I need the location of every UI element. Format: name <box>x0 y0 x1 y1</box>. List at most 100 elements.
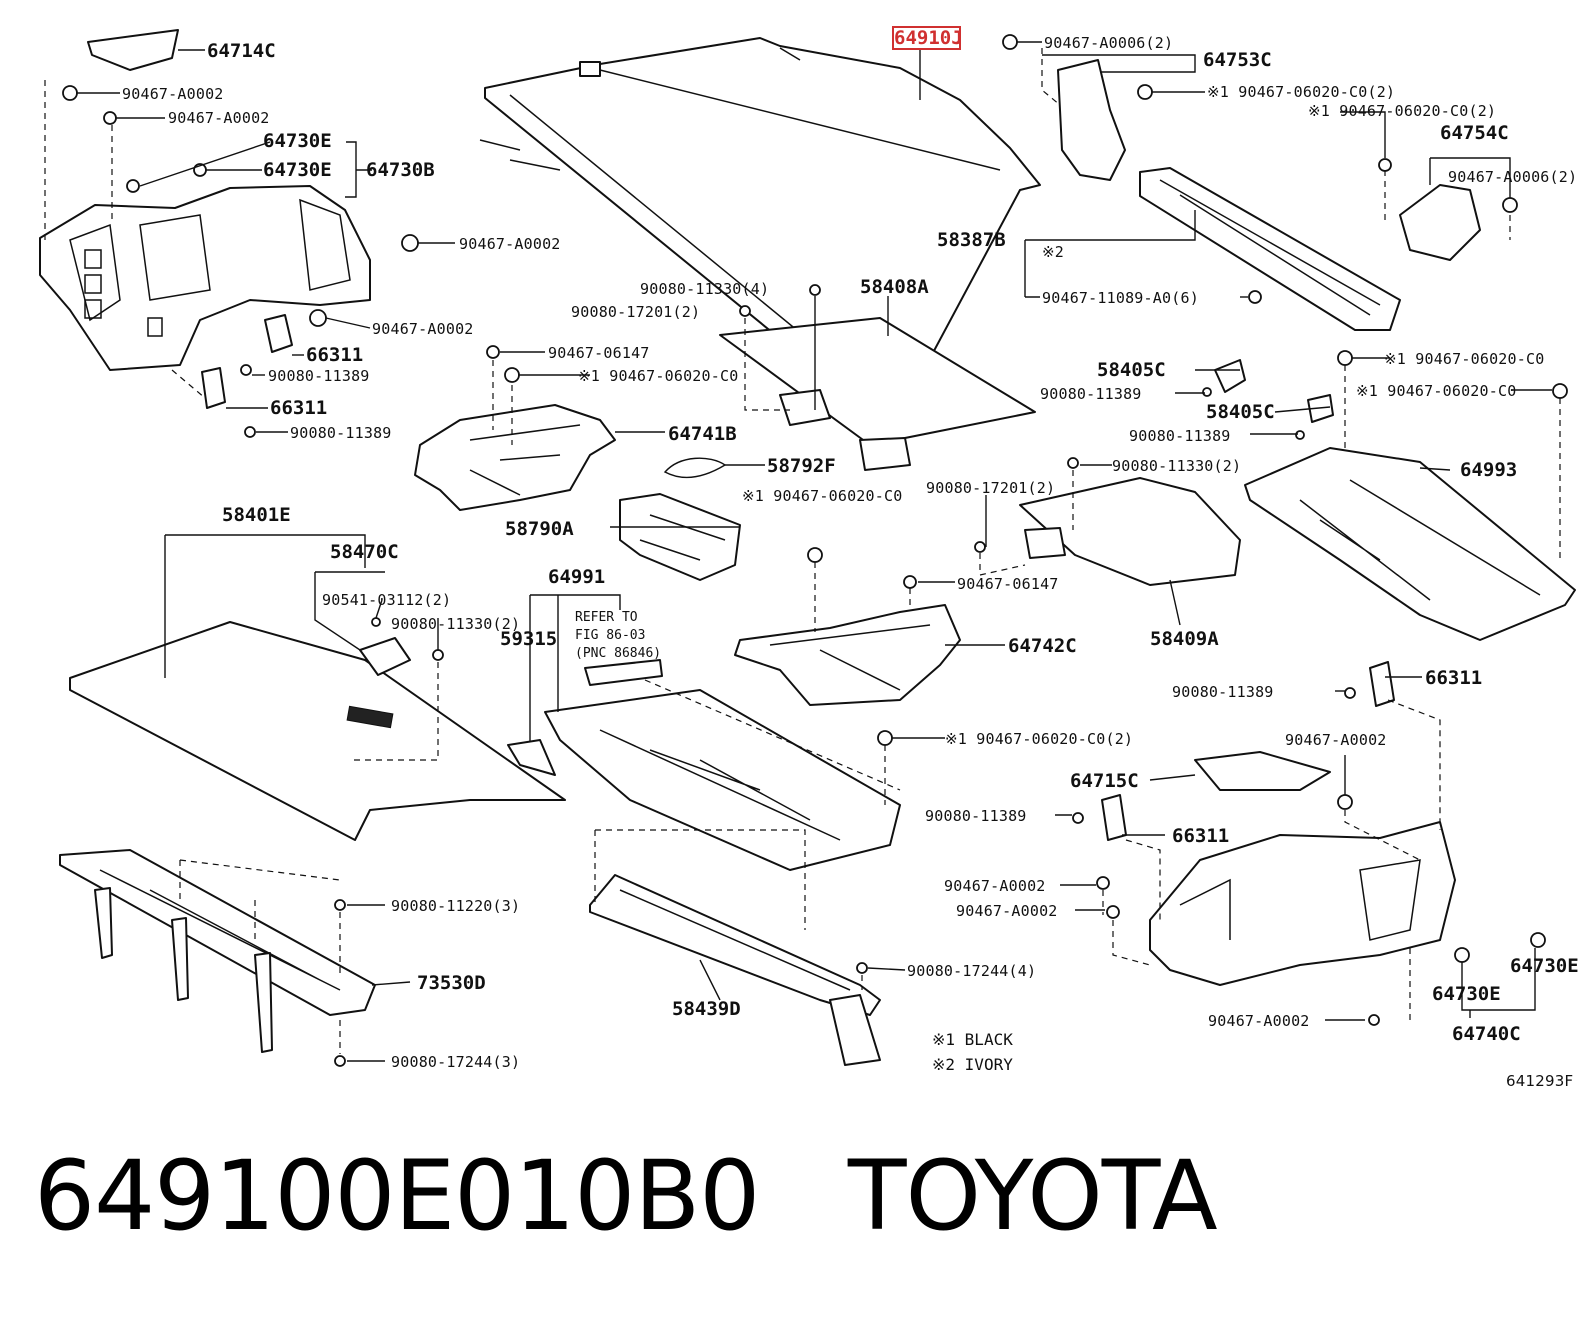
callout-90080-17244: 90080-17244(3) <box>391 1053 520 1071</box>
figure-number: 641293F <box>1506 1072 1573 1090</box>
callout-66311: 66311 <box>270 397 327 419</box>
callout-58470c: 58470C <box>330 541 399 563</box>
part-58439d-bracket <box>589 874 881 1066</box>
part-64993-rear-tray <box>1244 447 1576 641</box>
callout-90467-06020-c0: ※1 90467-06020-C0 <box>1384 350 1544 368</box>
callout-90467-06020-c0: ※1 90467-06020-C0 <box>1356 382 1516 400</box>
part-pnc-86846 <box>584 659 663 686</box>
callout-58409a: 58409A <box>1150 628 1219 650</box>
callout-90467-a0002: 90467-A0002 <box>122 85 224 103</box>
callout-58408a: 58408A <box>860 276 929 298</box>
part-58790a-block <box>619 493 741 581</box>
callout-64730e: 64730E <box>263 159 332 181</box>
callout-90080-17201: 90080-17201(2) <box>926 479 1055 497</box>
callout-90080-11330: 90080-11330(2) <box>1112 457 1241 475</box>
callout-90467-06020-c0: ※1 90467-06020-C0(2) <box>1207 83 1395 101</box>
refer-to-note-line-1: REFER TO <box>575 610 638 625</box>
callout-58401e: 58401E <box>222 504 291 526</box>
part-64753c-pillar-trim <box>1057 59 1126 181</box>
callout-90467-a0002: 90467-A0002 <box>168 109 270 127</box>
part-caption: 649100E010B0 TOYOTA <box>34 1140 1218 1252</box>
callout-64754c: 64754C <box>1440 122 1509 144</box>
part-64741b-storage-tray <box>414 404 616 511</box>
part-66311-clip-left <box>201 314 293 409</box>
dashed-guides <box>44 48 1561 1054</box>
callout-58439d: 58439D <box>672 998 741 1020</box>
callout-90541-03112: 90541-03112(2) <box>322 591 451 609</box>
callout-90467-06147: 90467-06147 <box>548 344 650 362</box>
part-64730b-left-quarter-trim <box>39 185 371 371</box>
callout-90080-11389: 90080-11389 <box>268 367 370 385</box>
callout-64753c: 64753C <box>1203 49 1272 71</box>
callout-90467-11089-a0: 90467-11089-A0(6) <box>1042 289 1199 307</box>
part-73530d-bracket <box>59 849 376 1053</box>
callout-90467-a0002: 90467-A0002 <box>1285 731 1387 749</box>
callout-90467-a0006: 90467-A0006(2) <box>1448 168 1577 186</box>
callout-note-2: ※2 <box>1042 243 1064 261</box>
callout-90080-11389: 90080-11389 <box>925 807 1027 825</box>
callout-90080-11330: 90080-11330(2) <box>391 615 520 633</box>
part-64991-storage-bin <box>544 689 901 871</box>
callout-64715c: 64715C <box>1070 770 1139 792</box>
callout-64730b: 64730B <box>366 159 435 181</box>
callout-90080-11389: 90080-11389 <box>290 424 392 442</box>
callout-73530d: 73530D <box>417 972 486 994</box>
callout-90467-06020-c0: ※1 90467-06020-C0 <box>742 487 902 505</box>
callout-90080-11389: 90080-11389 <box>1129 427 1231 445</box>
caption-brand: TOYOTA <box>847 1140 1218 1252</box>
part-58470c-hook <box>359 637 411 676</box>
part-58405c-hook-upper <box>1214 359 1246 393</box>
callout-64991: 64991 <box>548 566 605 588</box>
callout-90080-11389: 90080-11389 <box>1172 683 1274 701</box>
callout-58387b: 58387B <box>937 229 1006 251</box>
callout-90467-06020-c0: ※1 90467-06020-C0(2) <box>1308 102 1496 120</box>
callout-labels: 64714C 90467-A0002 90467-A0002 64730E 64… <box>122 27 1579 1090</box>
part-58409a-bracket <box>1024 527 1066 559</box>
refer-to-note-line-3: (PNC 86846) <box>575 646 661 661</box>
callout-90467-06020-c0: ※1 90467-06020-C0 <box>578 367 738 385</box>
callout-64993: 64993 <box>1460 459 1517 481</box>
part-58387b-scuff-plate <box>1139 167 1401 331</box>
callout-58790a: 58790A <box>505 518 574 540</box>
callout-90467-a0002: 90467-A0002 <box>459 235 561 253</box>
callout-90467-a0006: 90467-A0006(2) <box>1044 34 1173 52</box>
caption-part-number: 649100E010B0 <box>34 1140 760 1252</box>
part-58408a-deck-board <box>719 317 1036 446</box>
callout-90080-11389: 90080-11389 <box>1040 385 1142 403</box>
callout-66311: 66311 <box>1172 825 1229 847</box>
callout-58792f: 58792F <box>767 455 836 477</box>
part-64714c-cover <box>87 29 179 71</box>
callout-58405c: 58405C <box>1097 359 1166 381</box>
callout-66311: 66311 <box>306 344 363 366</box>
part-64742c-tray <box>734 604 961 706</box>
leader-lines <box>76 41 1552 1062</box>
part-58792f-strap <box>663 457 727 479</box>
callout-59315: 59315 <box>500 628 557 650</box>
callout-90080-17244: 90080-17244(4) <box>907 962 1036 980</box>
part-58408a-bracket <box>779 389 911 471</box>
legend-note-ivory: ※2 IVORY <box>932 1055 1013 1074</box>
target-part-highlight <box>892 26 961 50</box>
callout-64742c: 64742C <box>1008 635 1077 657</box>
callout-66311: 66311 <box>1425 667 1482 689</box>
part-64740c-right-quarter-trim <box>1149 821 1456 986</box>
refer-to-note-line-2: FIG 86-03 <box>575 628 645 643</box>
callout-90467-a0002: 90467-A0002 <box>956 902 1058 920</box>
part-66311-clip-right-lower <box>1101 794 1127 841</box>
callout-90080-17201: 90080-17201(2) <box>571 303 700 321</box>
part-58401e-floor-board <box>69 621 566 841</box>
callout-90467-06147: 90467-06147 <box>957 575 1059 593</box>
callout-90467-a0002: 90467-A0002 <box>1208 1012 1310 1030</box>
callout-64910j-target: 64910J <box>894 27 963 49</box>
legend-note-black: ※1 BLACK <box>932 1030 1013 1049</box>
callout-90467-a0002: 90467-A0002 <box>944 877 1046 895</box>
part-58409a-deck-board <box>1019 477 1241 586</box>
callout-64730e: 64730E <box>263 130 332 152</box>
callout-64741b: 64741B <box>668 423 737 445</box>
callout-64740c: 64740C <box>1452 1023 1521 1045</box>
part-66311-clip-right-upper <box>1369 661 1395 707</box>
part-64754c-pillar-trim <box>1399 184 1481 261</box>
callout-90080-11220: 90080-11220(3) <box>391 897 520 915</box>
callout-64730e: 64730E <box>1432 983 1501 1005</box>
callout-58405c: 58405C <box>1206 401 1275 423</box>
